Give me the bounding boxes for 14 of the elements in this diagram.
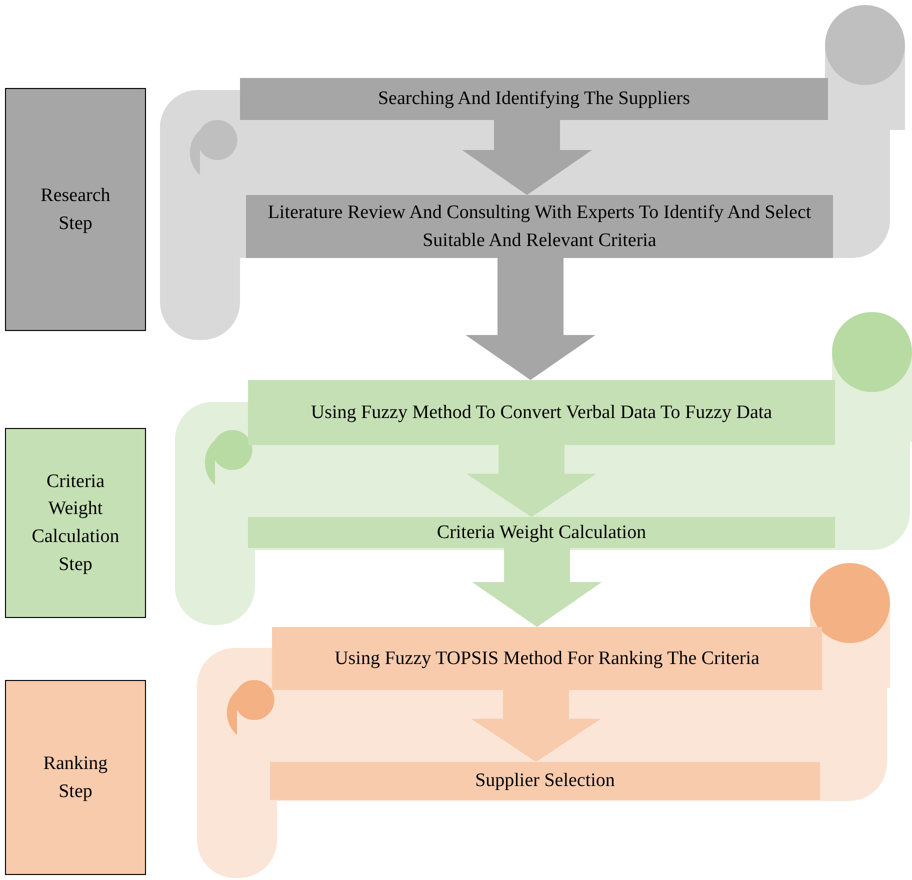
process-box: Using Fuzzy TOPSIS Method For Ranking The Criteria	[272, 627, 822, 690]
block-arrow	[472, 548, 602, 627]
block-arrow	[471, 690, 601, 762]
block-arrow	[466, 445, 596, 517]
step-box: Research Step	[5, 88, 146, 331]
process-box: Supplier Selection	[270, 762, 820, 800]
step-box: Criteria Weight Calculation Step	[5, 428, 146, 618]
process-box: Literature Review And Consulting With Experts To Identify And Select Suitable And Relevant Criteria	[246, 195, 833, 258]
process-box: Criteria Weight Calculation	[248, 517, 835, 548]
process-box: Using Fuzzy Method To Convert Verbal Data To Fuzzy Data	[248, 380, 835, 445]
process-box: Searching And Identifying The Suppliers	[240, 78, 828, 120]
block-arrow	[462, 120, 592, 195]
block-arrow	[466, 258, 596, 380]
step-box: Ranking Step	[5, 680, 146, 875]
